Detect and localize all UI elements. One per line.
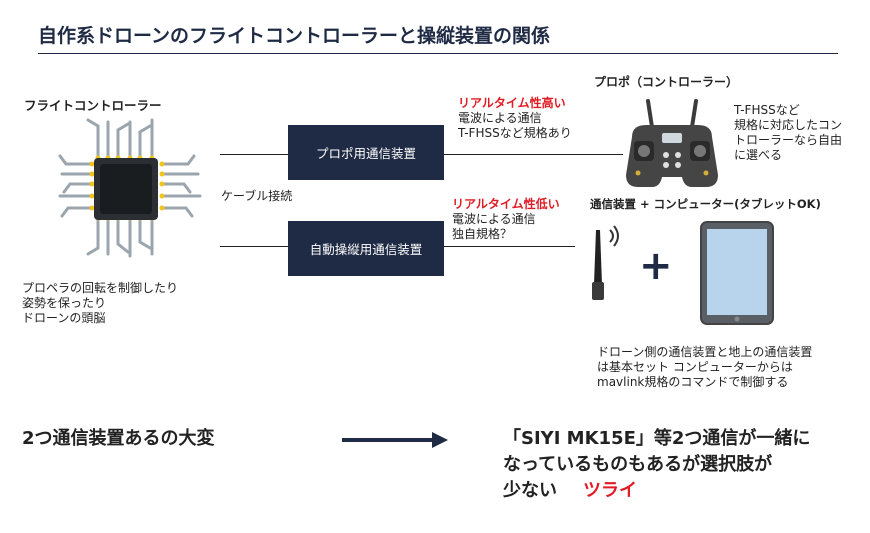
gcs-desc-line: mavlink規格のコマンドで制御する (597, 375, 789, 389)
conclusion-prefix: 少ない (503, 480, 557, 501)
plus-sign: + (639, 243, 673, 289)
rc-transceiver-box: プロポ用通信装置 (288, 125, 444, 180)
chip-icon (58, 118, 202, 258)
fc-to-rc-line (220, 154, 290, 155)
gcs-desc-line: ドローン側の通信装置と地上の通信装置 (597, 345, 813, 359)
conclusion-line: なっているものもあるが選択肢が (503, 454, 773, 475)
rc-link-line: T-FHSSなど規格あり (458, 126, 572, 140)
conclusion-emphasis: ツライ (583, 480, 637, 501)
propo-desc-line: トローラーなら自由 (734, 133, 843, 147)
gcs-label: 通信装置 + コンピューター(タブレットOK) (590, 197, 821, 211)
rc-link-heading: リアルタイム性高い (458, 96, 566, 110)
propo-desc-line: 規格に対応したコン (734, 118, 843, 132)
tablet-icon (700, 221, 774, 325)
fc-description: プロペラの回転を制御したり 姿勢を保ったり ドローンの頭脳 (22, 281, 178, 326)
conclusion: 「SIYI MK15E」等2つ通信が一緒に なっているものもあるが選択肢が 少な… (503, 426, 810, 504)
gcs-desc-line: は基本セット コンピューターからは (597, 360, 793, 374)
gcs-description: ドローン側の通信装置と地上の通信装置 は基本セット コンピューターからは mav… (597, 345, 812, 390)
conclusion-last-line: 少ない ツライ (503, 478, 810, 504)
propo-label: プロポ（コントローラー） (594, 75, 739, 89)
auto-link-heading: リアルタイム性低い (452, 197, 560, 211)
propo-description: T-FHSSなど 規格に対応したコン トローラーなら自由 に選べる (734, 103, 842, 163)
rc-link-notes: リアルタイム性高い 電波による通信 T-FHSSなど規格あり (458, 96, 572, 141)
fc-desc-line: プロペラの回転を制御したり (22, 281, 179, 295)
autopilot-transceiver-box: 自動操縦用通信装置 (288, 221, 444, 276)
controller-icon (626, 99, 718, 187)
title-divider (38, 53, 838, 54)
cable-label: ケーブル接続 (221, 189, 293, 203)
antenna-icon (592, 225, 619, 300)
propo-desc-line: に選べる (734, 148, 783, 162)
auto-link-notes: リアルタイム性低い 電波による通信 独自規格？ (452, 197, 560, 242)
fc-desc-line: 姿勢を保ったり (22, 296, 107, 310)
rc-to-propo-line (443, 154, 623, 155)
propo-desc-line: T-FHSSなど (734, 103, 800, 117)
conclusion-line: 「SIYI MK15E」等2つ通信が一緒に (503, 428, 811, 449)
arrow-right-icon (342, 432, 448, 448)
fc-label: フライトコントローラー (24, 98, 162, 113)
page-title: 自作系ドローンのフライトコントローラーと操縦装置の関係 (38, 25, 551, 47)
problem-statement: 2つ通信装置あるの大変 (22, 428, 215, 449)
auto-link-line: 電波による通信 (452, 212, 536, 226)
auto-to-gcs-line (443, 246, 575, 247)
fc-desc-line: ドローンの頭脳 (22, 311, 106, 325)
rc-link-line: 電波による通信 (458, 111, 542, 125)
fc-to-auto-line (220, 246, 290, 247)
auto-link-line: 独自規格？ (452, 227, 513, 241)
